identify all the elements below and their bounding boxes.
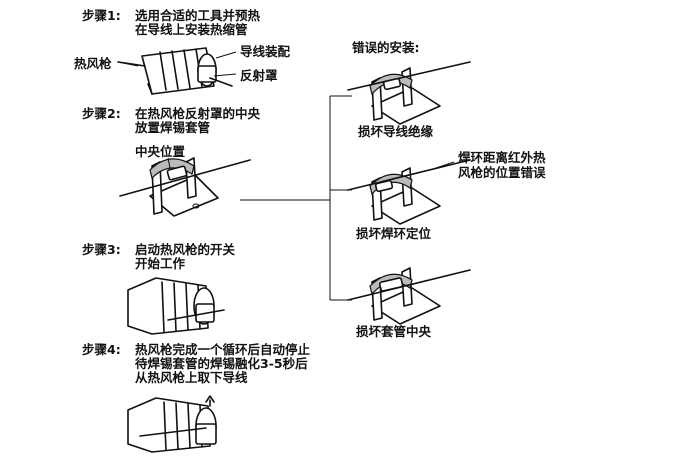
wrong-case2-illustration bbox=[347, 159, 471, 225]
step1-heat-gun-illustration bbox=[117, 47, 237, 95]
step1-label: 步骤1: bbox=[82, 8, 121, 23]
wrong-case1-label: 损坏导线绝缘 bbox=[358, 124, 434, 139]
step4-line1: 热风枪完成一个循环后自动停止 bbox=[135, 342, 311, 357]
step3-line1: 启动热风枪的开关 bbox=[135, 242, 236, 257]
wrong-title: 错误的安装: bbox=[352, 40, 420, 55]
step1-line2: 在导线上安装热缩管 bbox=[135, 22, 248, 37]
step3-heat-gun-illustration bbox=[127, 277, 225, 335]
step4-heat-gun-illustration bbox=[127, 395, 217, 453]
wrong-case3-label: 损坏套管中央 bbox=[356, 324, 432, 339]
callout-center-position: 中央位置 bbox=[135, 144, 186, 159]
callout-heat-gun: 热风枪 bbox=[74, 56, 112, 71]
wrong-case2-label: 损坏焊环定位 bbox=[356, 226, 432, 241]
step2-label: 步骤2: bbox=[82, 106, 121, 121]
callout-wire-fitting: 导线装配 bbox=[240, 44, 291, 59]
step1-line1: 选用合适的工具并预热 bbox=[135, 8, 261, 23]
wrong-case3-illustration bbox=[347, 267, 471, 325]
step3-label: 步骤3: bbox=[82, 242, 121, 257]
step4-line3: 从热风枪上取下导线 bbox=[135, 370, 248, 385]
step2-line2: 放置焊锡套管 bbox=[135, 120, 211, 135]
wrong-case1-illustration bbox=[347, 61, 471, 125]
wrong-case2-note-line1: 焊环距离红外热 bbox=[458, 150, 546, 165]
step4-label: 步骤4: bbox=[82, 342, 121, 357]
step4-line2: 待焊锡套管的焊锡融化3-5秒后 bbox=[135, 356, 308, 371]
step2-reflector-illustration bbox=[119, 157, 251, 217]
branch-connector bbox=[240, 95, 352, 301]
wrong-case2-note-line2: 风枪的位置错误 bbox=[458, 165, 546, 180]
step2-line1: 在热风枪反射罩的中央 bbox=[135, 106, 261, 121]
step3-line2: 开始工作 bbox=[135, 256, 186, 271]
callout-reflector: 反射罩 bbox=[240, 68, 278, 83]
